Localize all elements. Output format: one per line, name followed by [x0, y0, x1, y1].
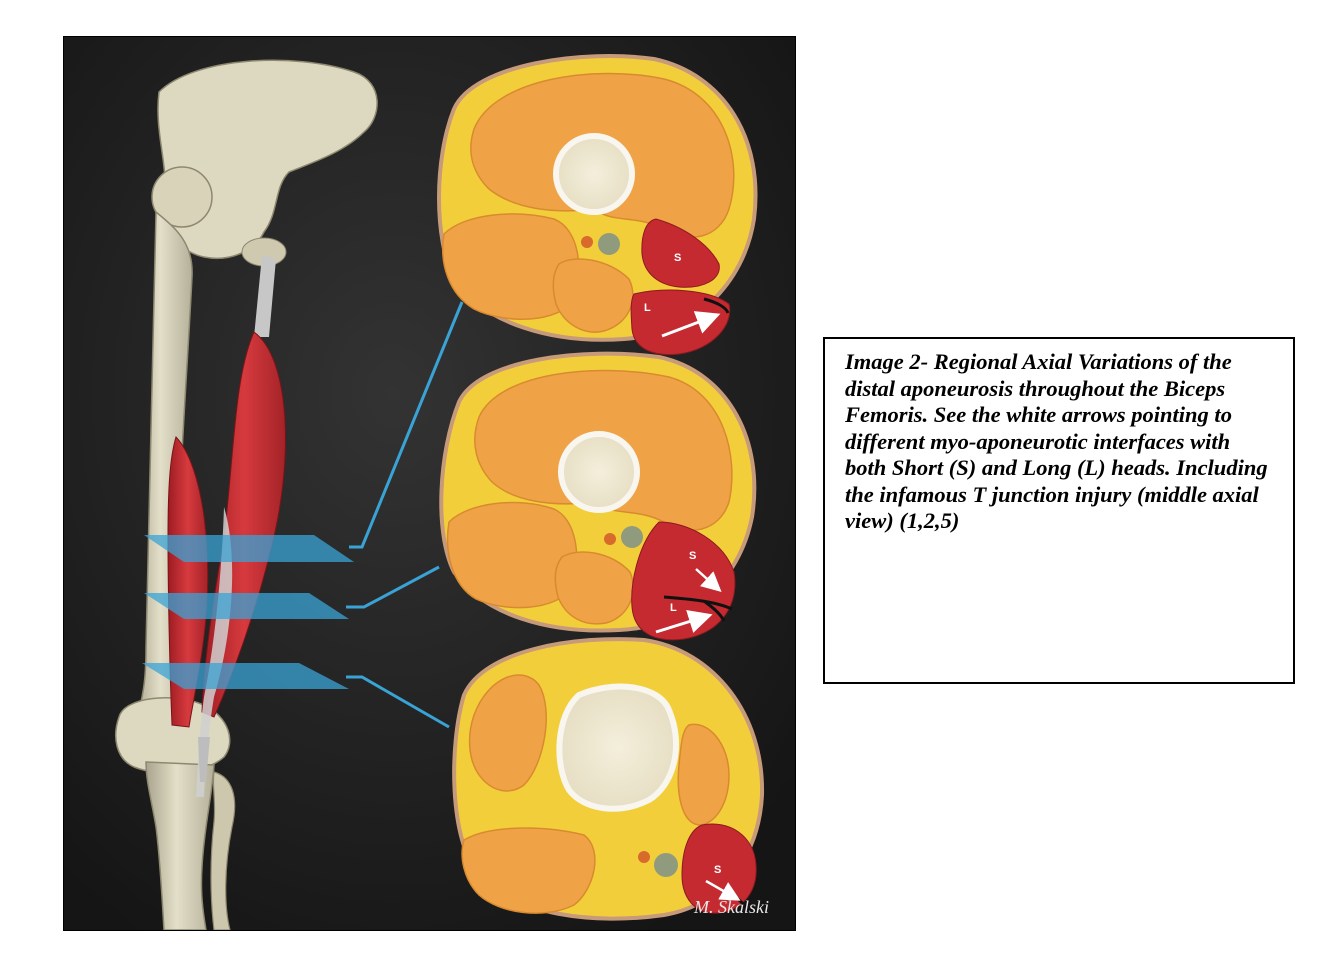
vessel: [581, 236, 593, 248]
short-head-cross-section: [641, 218, 720, 288]
connector-line-top: [349, 301, 464, 549]
figure-caption: Image 2- Regional Axial Variations of th…: [845, 349, 1268, 533]
arrow-middle-long: [655, 610, 713, 634]
long-head-cross-section: [630, 289, 731, 356]
label-s-top: S: [674, 252, 681, 264]
arrow-middle-short: [695, 568, 722, 593]
axial-section-bottom: S: [452, 637, 765, 921]
biceps-femoris-muscle: [167, 255, 286, 797]
myo-aponeurotic-junction: [703, 297, 730, 314]
label-l-middle: L: [670, 602, 677, 614]
section-plane-top: [144, 535, 354, 562]
sciatic-nerve: [598, 233, 620, 255]
connector-line-middle: [346, 565, 440, 609]
fibula-bone: [210, 771, 236, 930]
femur-cross-section: [556, 683, 679, 812]
sciatic-nerve: [654, 853, 678, 877]
femur-cross-section: [558, 431, 640, 513]
connector-line-bottom: [346, 675, 450, 729]
leg-skeleton: [115, 59, 378, 930]
distal-tendon: [198, 737, 210, 782]
sciatic-nerve: [621, 526, 643, 548]
tibia-bone: [145, 761, 215, 930]
vessel: [604, 533, 616, 545]
label-l-top: L: [644, 302, 651, 314]
caption-box: Image 2- Regional Axial Variations of th…: [823, 337, 1295, 684]
femur-cross-section: [553, 133, 635, 215]
vessel: [638, 851, 650, 863]
section-planes: [142, 301, 464, 729]
semimembranosus-muscle: [554, 551, 635, 625]
femoral-head: [151, 166, 213, 228]
label-s-middle: S: [689, 550, 696, 562]
arrow-top: [661, 311, 721, 338]
axial-section-middle: S L: [439, 351, 757, 641]
label-s-bottom: S: [714, 864, 721, 876]
semimembranosus-muscle: [552, 258, 634, 333]
section-plane-bottom: [142, 663, 349, 689]
arrow-bottom: [705, 879, 741, 901]
long-head-proximal-tendon: [254, 255, 276, 337]
anatomy-illustration: S L S L: [63, 36, 796, 931]
posterior-muscle-group: [461, 827, 596, 914]
section-plane-middle: [144, 593, 349, 619]
t-junction-aponeurosis: [663, 595, 733, 622]
axial-section-top: S L: [437, 54, 758, 356]
artist-signature: M. Skalski: [693, 897, 769, 917]
vastus-medialis-muscle: [468, 674, 547, 792]
vastus-lateralis-muscle: [677, 723, 730, 826]
distal-aponeurosis: [196, 507, 233, 797]
